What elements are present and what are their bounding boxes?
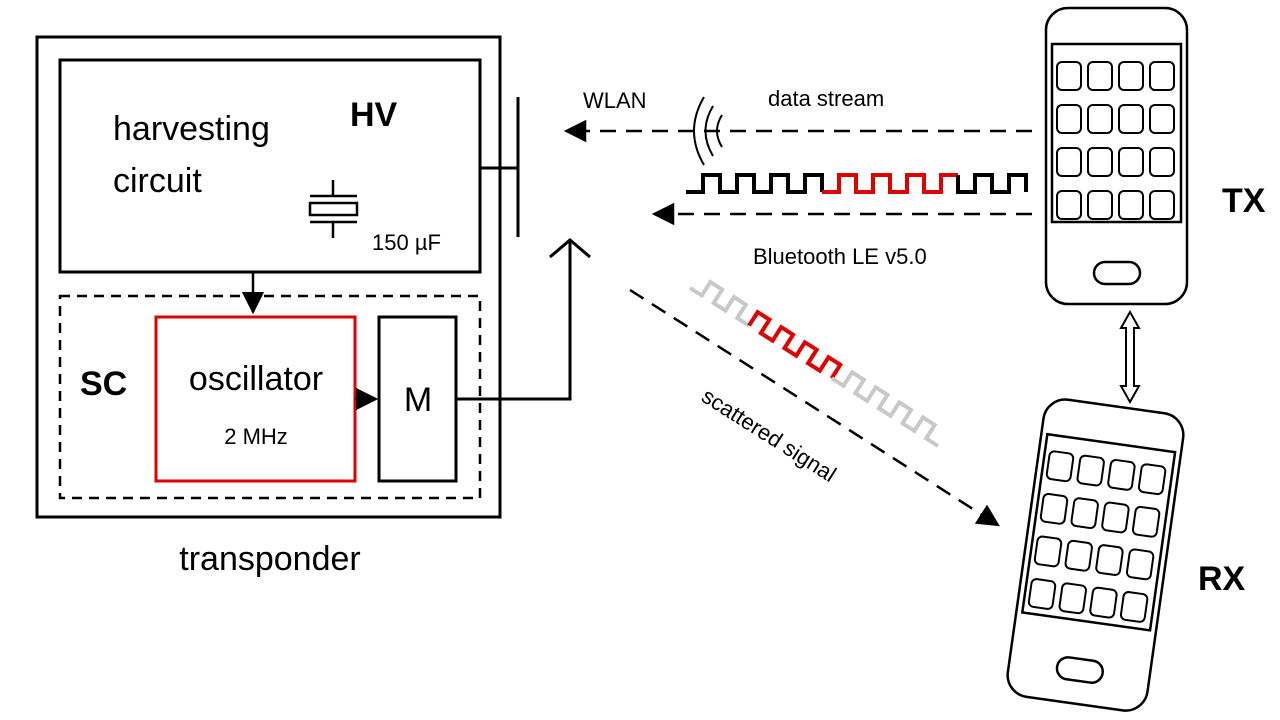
oscillator-block: oscillator 2 MHz [154,315,357,483]
frequency-label: 2 MHz [224,424,288,449]
tx-label: TX [1222,182,1266,220]
app-tile [1070,497,1099,530]
app-tile [1058,582,1087,615]
bluetooth-signal-waveform [686,173,1028,194]
scattered-signal-waveform [688,279,940,448]
bluetooth-label: Bluetooth LE v5.0 [753,244,927,269]
app-tile [1027,578,1057,610]
app-tile [1039,492,1069,525]
sc-label: SC [80,365,127,403]
app-tile [1131,505,1161,538]
app-tile [1033,535,1063,568]
app-tile [1118,104,1144,134]
capacitance-label: 150 µF [372,230,441,255]
app-tile [1056,61,1082,91]
app-tile [1149,190,1175,220]
oscillator-label: oscillator [189,360,323,398]
app-tile [1087,147,1113,177]
app-tile [1089,586,1118,619]
scattered-arrow [629,288,1000,527]
app-tile [1087,190,1113,220]
app-tile [1118,190,1144,220]
antenna-icon [480,97,520,237]
hv-label: HV [350,96,398,134]
smartphone-icon [1006,398,1185,712]
app-tile [1119,591,1149,623]
smartphone-icon [1044,6,1189,306]
app-tile [1095,544,1124,576]
wlan-label: WLAN [583,88,647,113]
tx-rx-link [1119,309,1141,405]
harvesting-circuit-block: harvesting circuit HV 150 µF [58,58,482,274]
app-tile [1149,147,1175,177]
backscatter-antenna [456,238,591,401]
scattered-signal-label: scattered signal [697,383,840,487]
app-tile [1056,190,1082,220]
wireless-waves-icon [693,96,723,166]
transponder-label: transponder [179,540,360,578]
app-tile [1118,61,1144,91]
app-tile [1125,548,1155,581]
modulator-block: M [377,315,458,483]
rx-phone: RX [1006,398,1246,712]
app-tile [1056,147,1082,177]
app-tile [1087,104,1113,134]
app-tile [1107,459,1136,491]
rx-label: RX [1198,560,1246,598]
app-tile [1149,61,1175,91]
app-tile [1045,450,1075,483]
harvesting-label-line2: circuit [113,162,202,200]
app-tile [1137,463,1167,496]
app-tile [1087,61,1113,91]
app-tile [1076,454,1105,487]
switching-circuit-block: SC [58,294,482,500]
modulator-label: M [404,381,432,419]
app-tile [1149,104,1175,134]
app-tile [1118,147,1144,177]
capacitor-icon [308,180,359,238]
transponder-block: transponder [35,35,502,578]
harvesting-label-line1: harvesting [113,110,270,148]
data-stream-label: data stream [768,86,884,111]
tx-phone: TX [1044,6,1266,306]
app-tile [1064,539,1093,572]
app-tile [1101,501,1130,534]
app-tile [1056,104,1082,134]
